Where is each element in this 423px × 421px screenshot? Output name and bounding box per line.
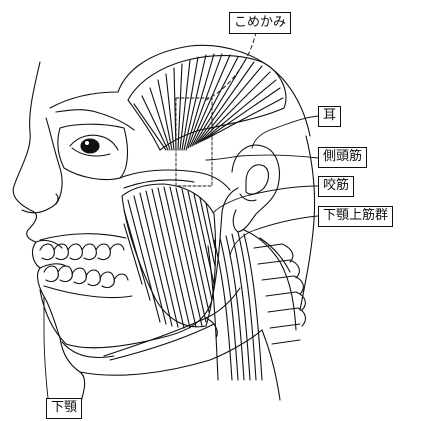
label-temporalis: 側頭筋	[318, 147, 367, 168]
leader-temporalis	[206, 155, 318, 160]
ear-outline	[232, 145, 279, 232]
back-of-neck	[300, 136, 315, 310]
label-masseter: 咬筋	[318, 176, 354, 197]
upper-teeth	[40, 234, 126, 260]
eye-highlight	[85, 141, 89, 145]
brow-ridge	[56, 110, 134, 130]
temporalis-muscle-fibers	[128, 54, 286, 150]
label-ear: 耳	[318, 106, 341, 127]
lower-teeth	[44, 266, 132, 298]
neck-outline-back	[262, 330, 280, 400]
label-suprahyoid: 下顎上筋群	[318, 206, 393, 227]
eye-pupil	[81, 139, 99, 153]
temple-dashed-leader	[206, 32, 256, 100]
label-mandible: 下顎	[46, 398, 82, 419]
face-profile-outline	[13, 62, 84, 405]
label-temple: こめかみ	[229, 12, 291, 34]
masseter-muscle-fibers	[122, 184, 216, 328]
nostril	[22, 194, 58, 213]
cranium-outline	[50, 45, 310, 136]
